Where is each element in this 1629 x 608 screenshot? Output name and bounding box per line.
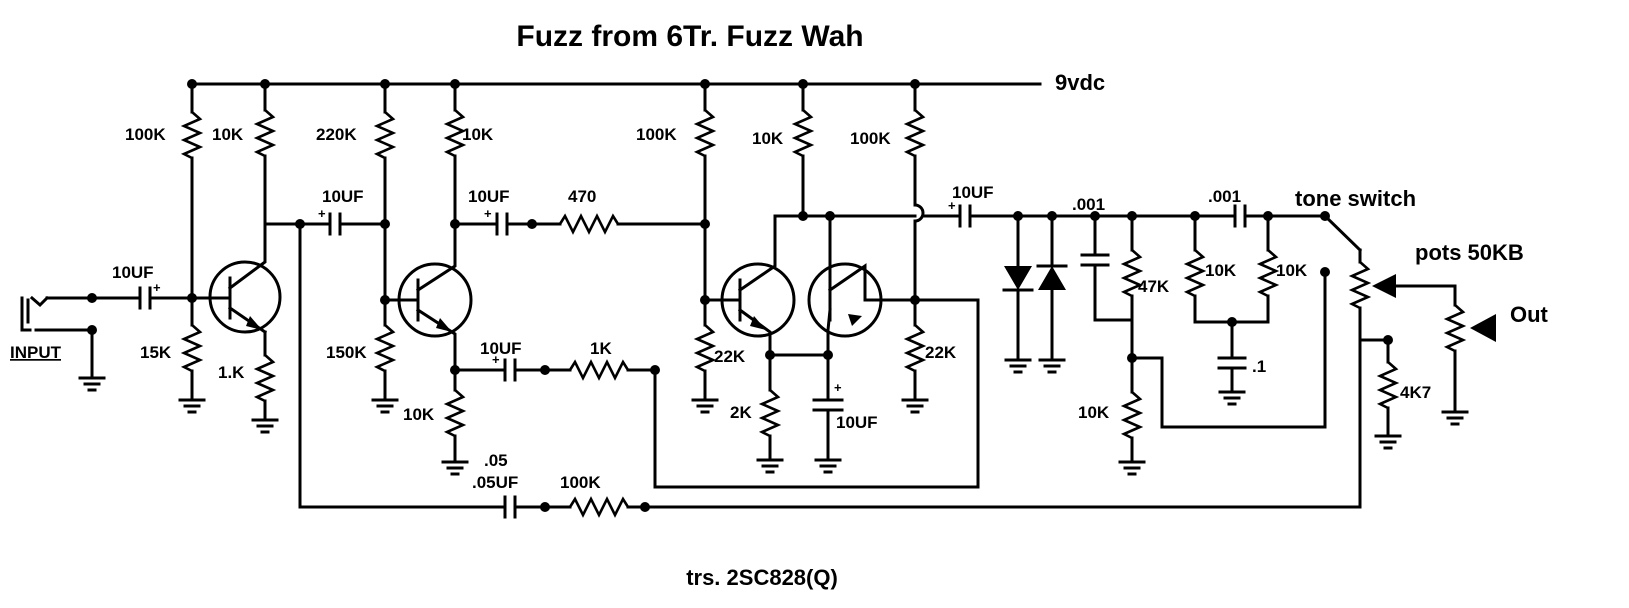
resistor-r6 [443, 82, 467, 229]
capacitor-c5 [812, 353, 844, 474]
tone-switch-label: tone switch [1295, 186, 1416, 211]
r22-label: 100K [560, 473, 601, 492]
c9-label: .1 [1252, 357, 1266, 376]
transistor-q2 [397, 222, 473, 372]
resistor-r11 [693, 82, 724, 305]
resistor-r19 [1183, 214, 1270, 327]
resistor-r8 [441, 365, 469, 476]
r7-label: 150K [326, 343, 367, 362]
r20-label: 10K [1276, 261, 1308, 280]
c2-label: 10UF [322, 187, 364, 206]
capacitor-c1 [138, 286, 214, 310]
capacitor-c9 [1217, 320, 1247, 406]
resistor-r13 [756, 353, 784, 474]
resistor-r20 [1256, 214, 1280, 324]
svg-text:+: + [153, 280, 161, 295]
r17-label: 47K [1138, 277, 1170, 296]
r8-label: 10K [403, 405, 435, 424]
resistor-r1 [180, 82, 204, 300]
supply-label: 9vdc [1055, 70, 1105, 95]
c10-label-a: .05 [484, 451, 508, 470]
r14-label: 10K [752, 129, 784, 148]
tone-switch[interactable] [1322, 213, 1363, 264]
r15-label: 100K [850, 129, 891, 148]
tone-pot[interactable] [1348, 261, 1457, 345]
transistor-note: trs. 2SC828(Q) [686, 565, 838, 590]
supply-rail [187, 79, 1042, 89]
pots-label: pots 50KB [1415, 240, 1524, 265]
resistor-r10 [568, 298, 980, 489]
svg-text:+: + [948, 198, 956, 213]
r1-label: 100K [125, 125, 166, 144]
c7-label: .001 [1072, 195, 1105, 214]
svg-text:+: + [834, 380, 842, 395]
resistor-r16 [901, 298, 929, 414]
transistor-q4 [807, 214, 917, 357]
r10-label: 1K [590, 339, 612, 358]
r9-label: 470 [568, 187, 596, 206]
svg-text:+: + [484, 206, 492, 221]
resistor-r9 [558, 213, 707, 235]
capacitor-c2 [328, 212, 387, 236]
resistor-r22 [568, 338, 1362, 518]
c3-label: 10UF [468, 187, 510, 206]
output-label: Out [1510, 302, 1549, 327]
r3-label: 15K [140, 343, 172, 362]
resistor-r21 [1374, 338, 1402, 450]
diode-d1 [1002, 214, 1034, 374]
r21-label: 4K7 [1400, 383, 1431, 402]
r13-label: 2K [730, 403, 752, 422]
r5-label: 220K [316, 125, 357, 144]
input-jack [20, 293, 142, 392]
r16-label: 22K [925, 343, 957, 362]
r12-label: 22K [714, 347, 746, 366]
resistor-r18 [1118, 391, 1146, 476]
resistor-r17 [1120, 214, 1144, 394]
resistor-r15 [903, 82, 927, 305]
r2-label: 10K [212, 125, 244, 144]
svg-text:+: + [492, 352, 500, 367]
transistor-q1 [208, 222, 282, 335]
resistor-r2 [253, 82, 277, 226]
r11-label: 100K [636, 125, 677, 144]
resistor-r5 [373, 82, 402, 305]
diagram-title: Fuzz from 6Tr. Fuzz Wah [516, 20, 863, 53]
c10-label-b: .05UF [472, 473, 518, 492]
resistor-r3 [178, 296, 206, 414]
resistor-r4 [251, 330, 279, 434]
capacitor-c8 [1193, 204, 1330, 228]
capacitor-c7 [1080, 214, 1134, 322]
input-label: INPUT [10, 343, 62, 362]
c4-label: 10UF [480, 339, 522, 358]
diode-d2 [1036, 214, 1068, 374]
svg-text:+: + [318, 206, 326, 221]
r6-label: 10K [462, 125, 494, 144]
r19-label: 10K [1205, 261, 1237, 280]
capacitor-c4 [453, 358, 572, 382]
capacitor-c3 [453, 212, 562, 236]
resistor-r7 [371, 298, 399, 414]
c5-label: 10UF [836, 413, 878, 432]
transistor-q3 [720, 214, 805, 357]
c8-label: .001 [1208, 187, 1241, 206]
c6-label: 10UF [952, 183, 994, 202]
r18-label: 10K [1078, 403, 1110, 422]
resistor-r12 [691, 298, 719, 414]
capacitor-c10 [503, 495, 572, 519]
c1-label: 10UF [112, 263, 154, 282]
volume-pot[interactable] [1441, 298, 1496, 426]
r4-label: 1.K [218, 363, 245, 382]
resistor-r14 [791, 82, 832, 221]
